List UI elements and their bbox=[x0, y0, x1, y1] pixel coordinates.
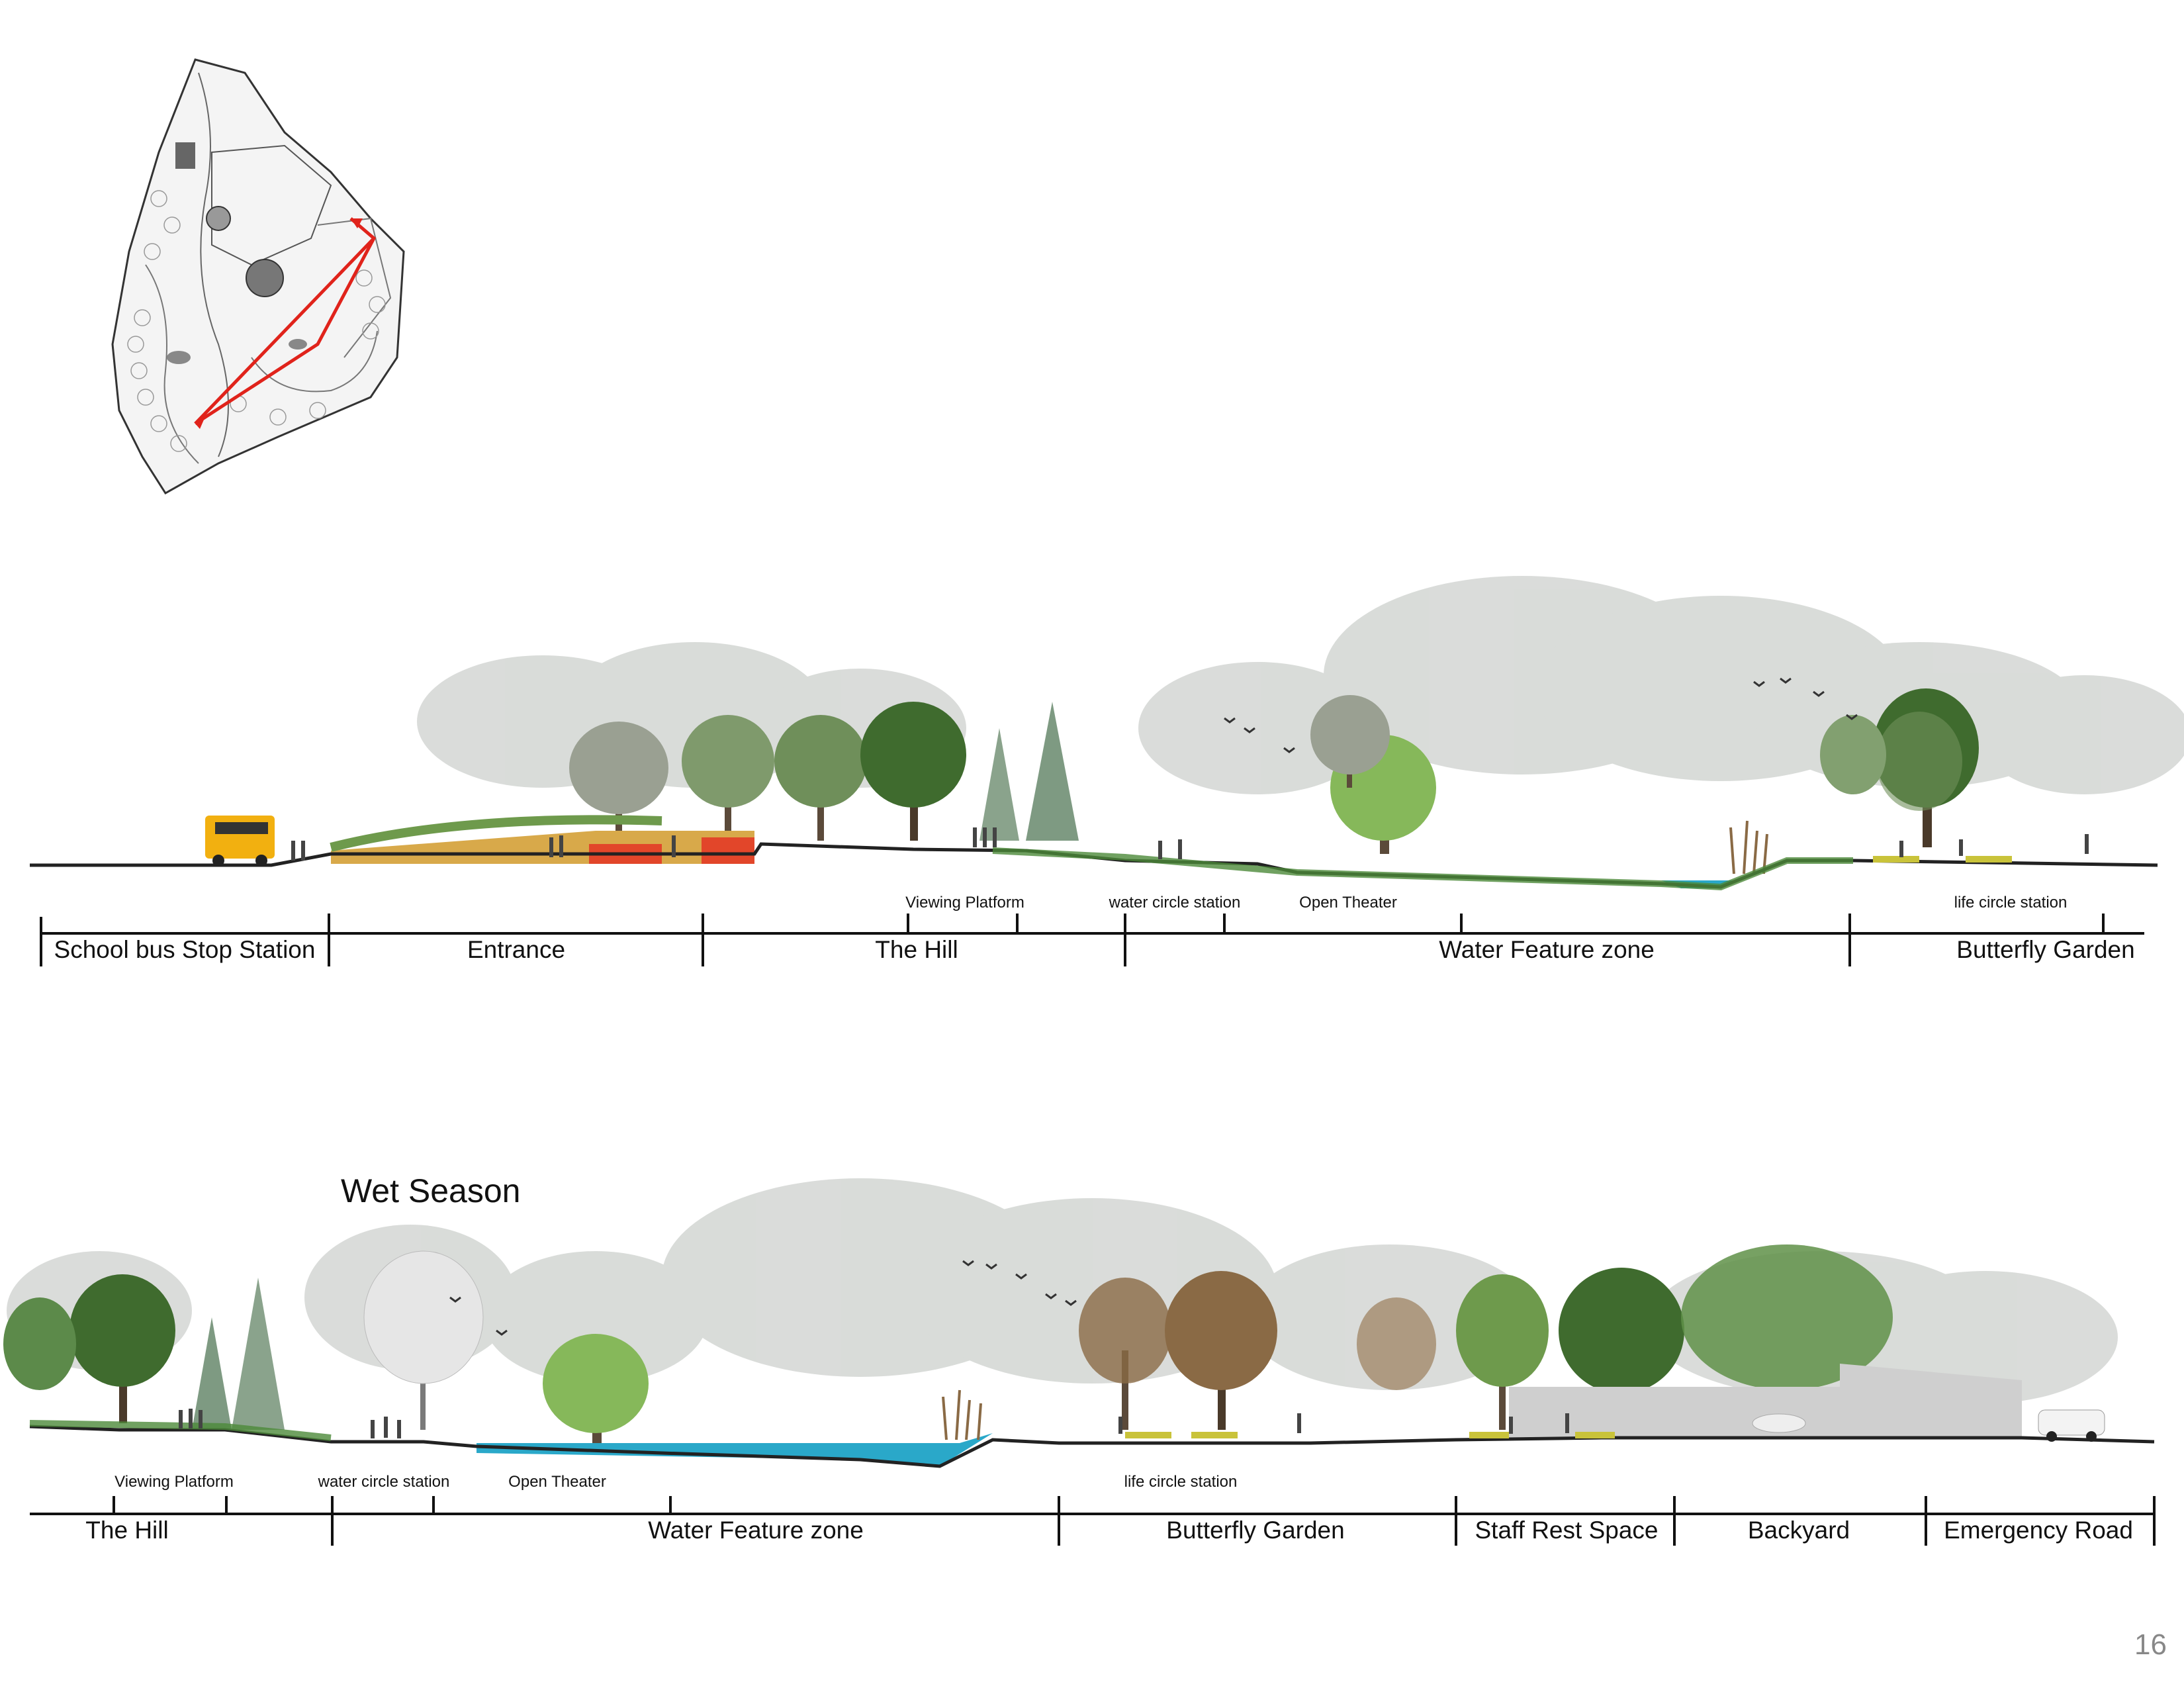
section-2-birds bbox=[449, 1260, 1077, 1336]
section-1-zone-butterfly-garden: Butterfly Garden bbox=[1956, 936, 2135, 963]
section-1-people bbox=[291, 827, 2089, 861]
section-1-zone-entrance: Entrance bbox=[467, 936, 566, 963]
section-2-station-viewing-platform: Viewing Platform bbox=[114, 1473, 234, 1491]
school-bus bbox=[205, 816, 275, 867]
site-plan-drawing bbox=[111, 58, 405, 495]
page-number: 16 bbox=[2134, 1628, 2167, 1661]
section-1-zone-water-feature: Water Feature zone bbox=[1439, 936, 1655, 963]
section-2-zone-staff-rest-space: Staff Rest Space bbox=[1475, 1517, 1659, 1544]
section-2-reeds bbox=[942, 1389, 982, 1440]
section-1-zone-school-bus-stop: School bus Stop Station bbox=[54, 936, 316, 963]
section-2-people bbox=[179, 1409, 1569, 1438]
section-1-ground-profile bbox=[30, 842, 2158, 889]
section-1-zone-the-hill: The Hill bbox=[875, 936, 958, 963]
section-1-birds bbox=[1224, 677, 1858, 753]
section-2-water bbox=[477, 1433, 993, 1466]
emergency-car bbox=[2038, 1409, 2105, 1442]
backyard-tank bbox=[1752, 1413, 1806, 1433]
section-2-zone-butterfly-garden: Butterfly Garden bbox=[1166, 1517, 1345, 1544]
section-1-reeds bbox=[1729, 820, 1768, 874]
section-2-zone-backyard: Backyard bbox=[1747, 1517, 1850, 1544]
section-2-trees bbox=[3, 1244, 1893, 1443]
section-1-background-canopy bbox=[417, 576, 2184, 794]
section-2-zone-the-hill: The Hill bbox=[85, 1517, 169, 1544]
section-2-zone-emergency-road: Emergency Road bbox=[1944, 1517, 2133, 1544]
section-1-entrance-structure bbox=[330, 815, 754, 864]
section-1-seats bbox=[1873, 856, 2012, 863]
section-1-zone-ruler bbox=[40, 914, 2144, 966]
section-1-station-water-circle: water circle station bbox=[1109, 894, 1241, 912]
section-1-station-life-circle: life circle station bbox=[1954, 894, 2068, 912]
section-cut-arrow bbox=[194, 217, 377, 429]
section-2-seats bbox=[1125, 1432, 1615, 1438]
section-2-station-life-circle: life circle station bbox=[1124, 1473, 1238, 1491]
section-2-station-open-theater: Open Theater bbox=[508, 1473, 606, 1491]
section-2-ground-profile bbox=[29, 1425, 2155, 1468]
section-1-station-viewing-platform: Viewing Platform bbox=[905, 894, 1024, 912]
section-1-station-open-theater: Open Theater bbox=[1299, 894, 1397, 912]
section-2-station-water-circle: water circle station bbox=[318, 1473, 450, 1491]
section-2-zone-water-feature: Water Feature zone bbox=[648, 1517, 864, 1544]
section-1-water bbox=[1661, 880, 1734, 888]
section-2-title: Wet Season bbox=[341, 1172, 521, 1209]
staff-building bbox=[1509, 1364, 2022, 1438]
section-1-trees bbox=[569, 688, 1979, 854]
section-2-background-canopy bbox=[7, 1178, 2118, 1403]
